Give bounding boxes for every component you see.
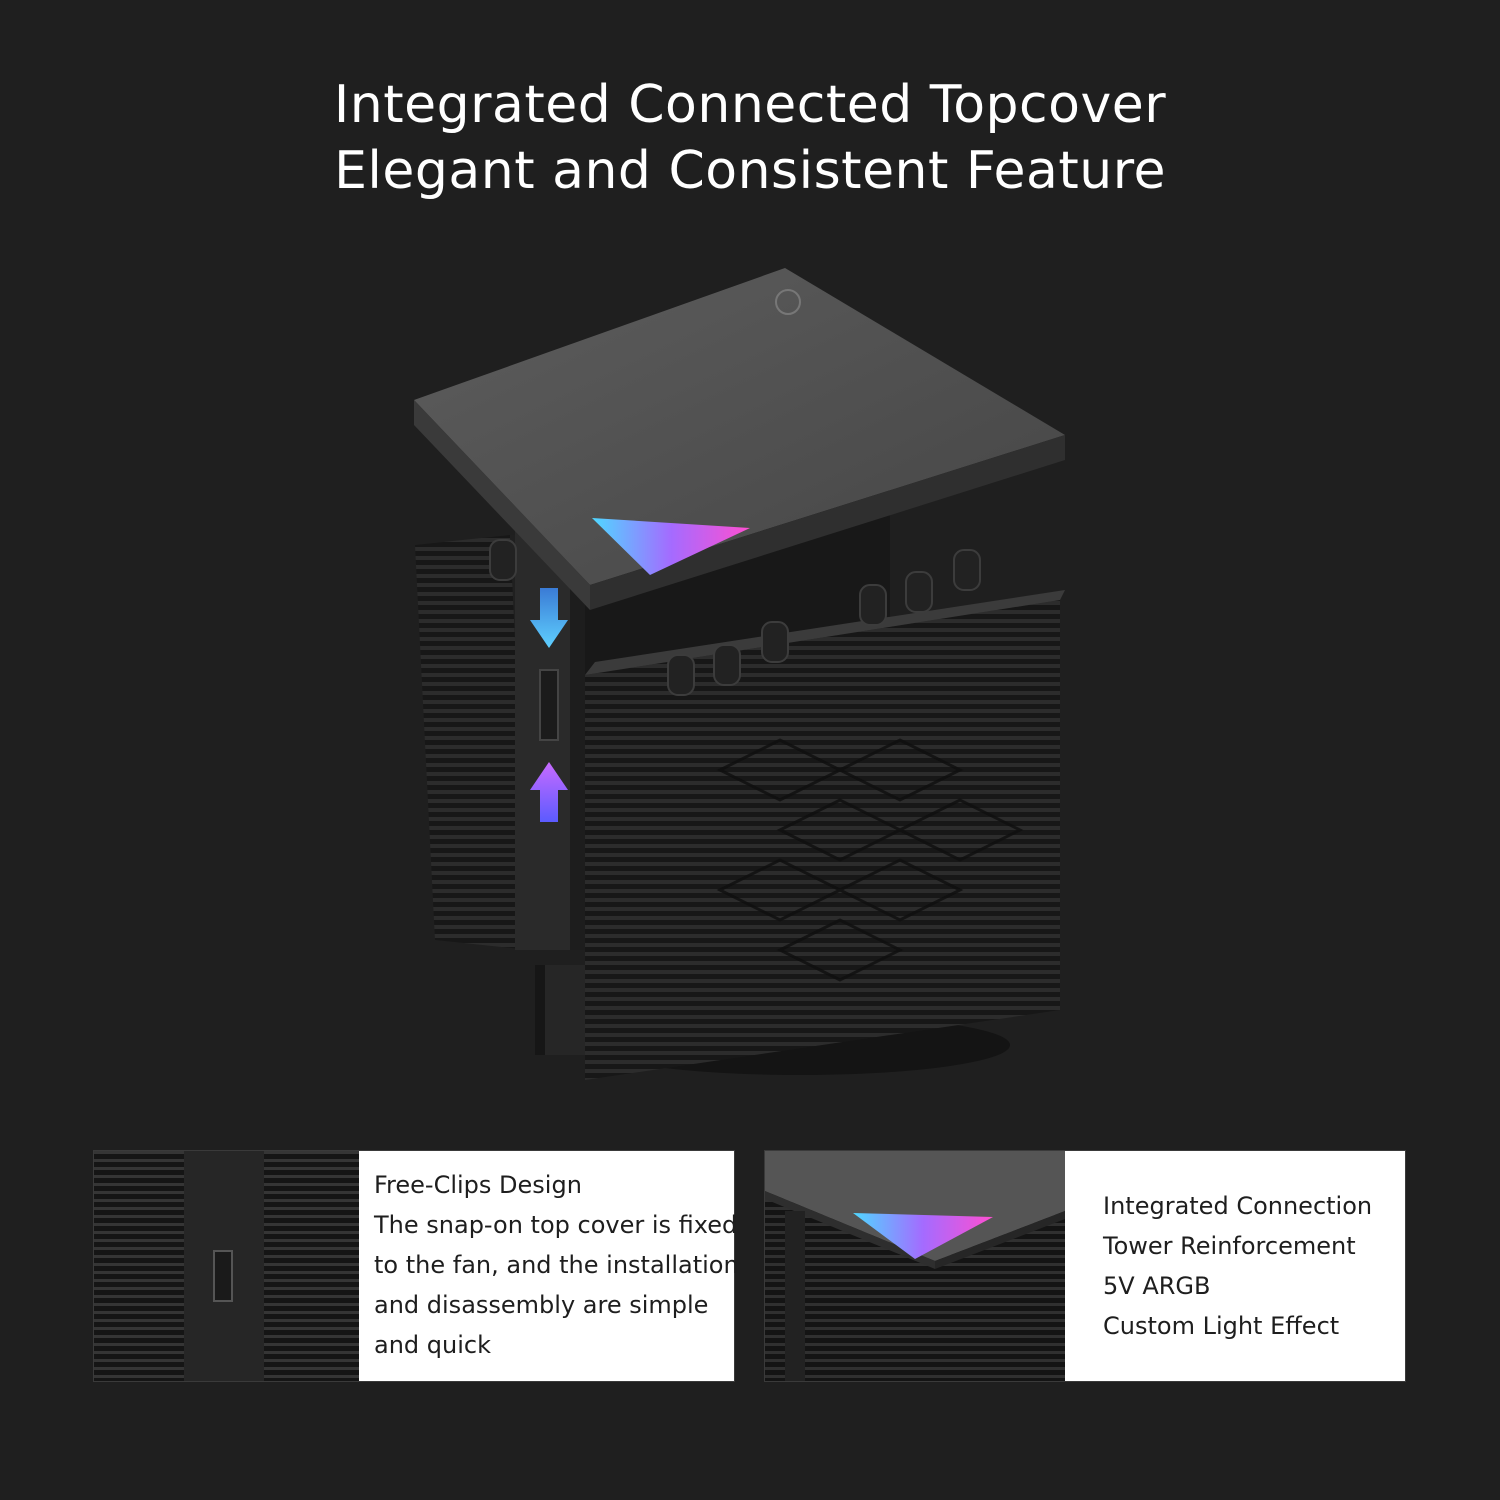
headline: Integrated Connected Topcover Elegant an… [0,72,1500,204]
feature-panel-argb: Integrated Connection Tower Reinforcemen… [764,1150,1406,1382]
panel-line: Integrated Connection [1103,1192,1373,1220]
panel-line: Tower Reinforcement [1103,1232,1356,1260]
headline-line-1: Integrated Connected Topcover [333,75,1167,135]
panel-line: and quick [374,1331,491,1359]
headline-line-2: Elegant and Consistent Feature [334,141,1166,201]
panel-line: 5V ARGB [1103,1272,1211,1300]
panel-line: and disassembly are simple [374,1291,709,1319]
panel-line: The snap-on top cover is fixed [374,1211,738,1239]
heatsink-side-thumbnail [94,1151,359,1381]
rgb-topcover-thumbnail [765,1151,1065,1381]
argb-text: Integrated Connection Tower Reinforcemen… [1103,1186,1403,1346]
panel-title: Free-Clips Design [374,1171,582,1199]
free-clips-text: Free-Clips Design The snap-on top cover … [374,1165,739,1365]
panel-line: to the fan, and the installation [374,1251,739,1279]
cpu-cooler-illustration [330,250,1190,1090]
feature-panel-free-clips: Free-Clips Design The snap-on top cover … [93,1150,739,1382]
panel-line: Custom Light Effect [1103,1312,1340,1340]
